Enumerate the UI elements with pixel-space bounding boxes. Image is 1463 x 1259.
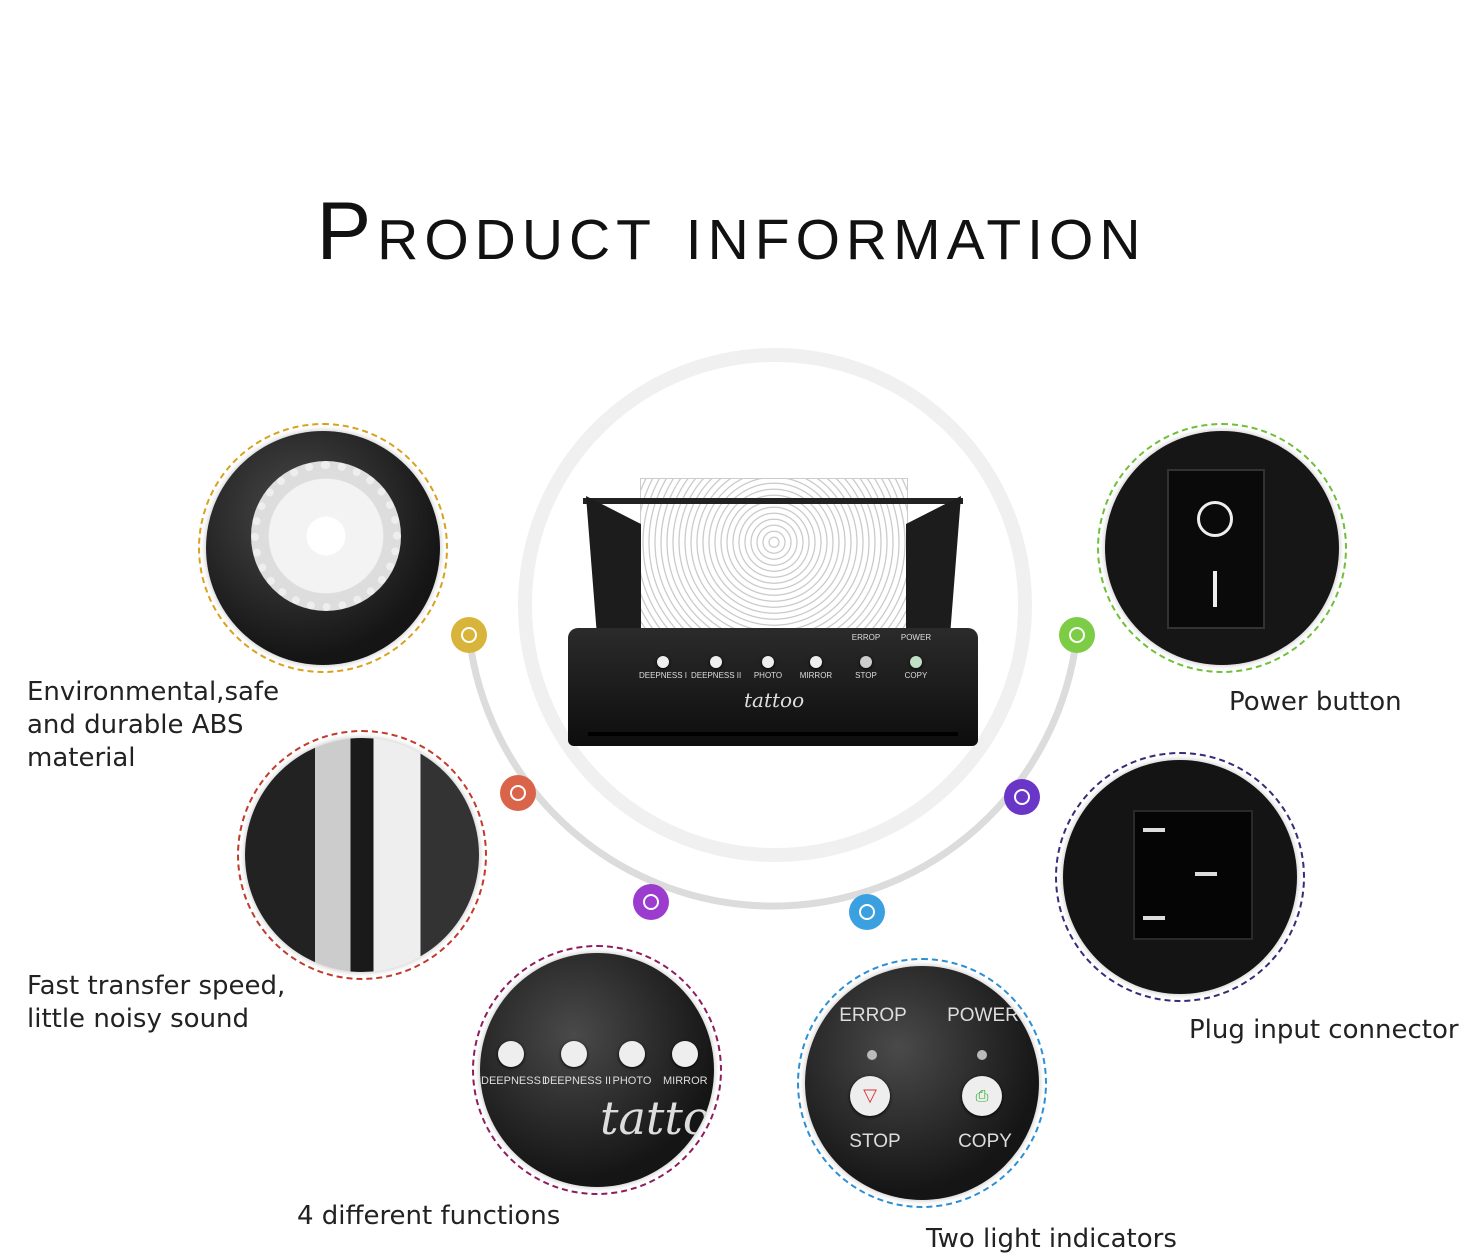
error-led	[867, 1050, 877, 1060]
caption-speed: Fast transfer speed, little noisy sound	[27, 971, 286, 1034]
copy-label: COPY	[958, 1131, 1012, 1152]
function-label: DEEPNESS I	[481, 1075, 548, 1087]
deepness-1-icon	[657, 656, 669, 668]
inner-ring	[518, 348, 1032, 862]
function-label: DEEPNESS II	[542, 1075, 612, 1087]
caption-functions: 4 different functions	[297, 1201, 561, 1231]
green-dot-icon	[1059, 617, 1095, 653]
gear-photo	[198, 423, 448, 673]
copy-icon	[910, 656, 922, 668]
panel-label: DEEPNESS II	[691, 671, 742, 680]
photo-icon	[619, 1041, 645, 1067]
error-label: ERROP	[839, 1005, 907, 1026]
mirror-icon	[810, 656, 822, 668]
power-label: POWER	[947, 1005, 1019, 1026]
left-paper-guide	[586, 496, 641, 636]
gear-icon	[251, 461, 401, 611]
deepness-1-icon	[498, 1041, 524, 1067]
power-button-photo	[1097, 423, 1347, 673]
deepness-2-icon	[561, 1041, 587, 1067]
purple-dot-icon	[633, 884, 669, 920]
stop-icon: ▽	[850, 1076, 890, 1116]
plug-socket-icon	[1133, 810, 1253, 940]
panel-label: POWER	[900, 633, 932, 642]
panel-label: MIRROR	[799, 671, 833, 680]
red-dot-icon	[500, 775, 536, 811]
panel-label: ERROP	[851, 633, 881, 642]
page-title: Product information	[316, 186, 1147, 277]
paper-slot	[588, 732, 958, 736]
right-paper-guide	[906, 496, 961, 636]
caption-power: Power button	[1229, 687, 1402, 717]
printer-body: DEEPNESS I DEEPNESS II PHOTO MIRROR ERRO…	[568, 628, 978, 746]
panel-label: COPY	[904, 671, 928, 680]
power-switch-icon	[1167, 469, 1265, 629]
tattoo-logo: tatto	[600, 1091, 711, 1145]
gear-assembly-photo	[237, 730, 487, 980]
gold-dot-icon	[451, 617, 487, 653]
printer-image: DEEPNESS I DEEPNESS II PHOTO MIRROR ERRO…	[568, 478, 978, 748]
function-label: MIRROR	[663, 1075, 708, 1087]
function-label: PHOTO	[612, 1075, 652, 1087]
caption-indicators: Two light indicators	[926, 1224, 1177, 1254]
violet-dot-icon	[1004, 779, 1040, 815]
blue-dot-icon	[849, 894, 885, 930]
deepness-2-icon	[710, 656, 722, 668]
functions-photo: DEEPNESS I DEEPNESS II PHOTO MIRROR tatt…	[472, 945, 722, 1195]
panel-label: STOP	[855, 671, 877, 680]
connector-arc	[465, 634, 1081, 910]
photo-icon	[762, 656, 774, 668]
caption-material: Environmental,safe and durable ABS mater…	[27, 677, 280, 773]
panel-label: DEEPNESS I	[638, 671, 687, 680]
caption-plug: Plug input connector	[1189, 1015, 1459, 1045]
panel-label: PHOTO	[753, 671, 783, 680]
paper-bar	[583, 498, 963, 504]
stop-icon	[860, 656, 872, 668]
plug-connector-photo	[1055, 752, 1305, 1002]
mirror-icon	[672, 1041, 698, 1067]
stop-label: STOP	[849, 1131, 901, 1152]
power-led	[977, 1050, 987, 1060]
indicators-photo: ERROP POWER ▽ ⎙ STOP COPY	[797, 958, 1047, 1208]
copy-icon: ⎙	[962, 1076, 1002, 1116]
tattoo-logo: tattoo	[744, 688, 805, 712]
